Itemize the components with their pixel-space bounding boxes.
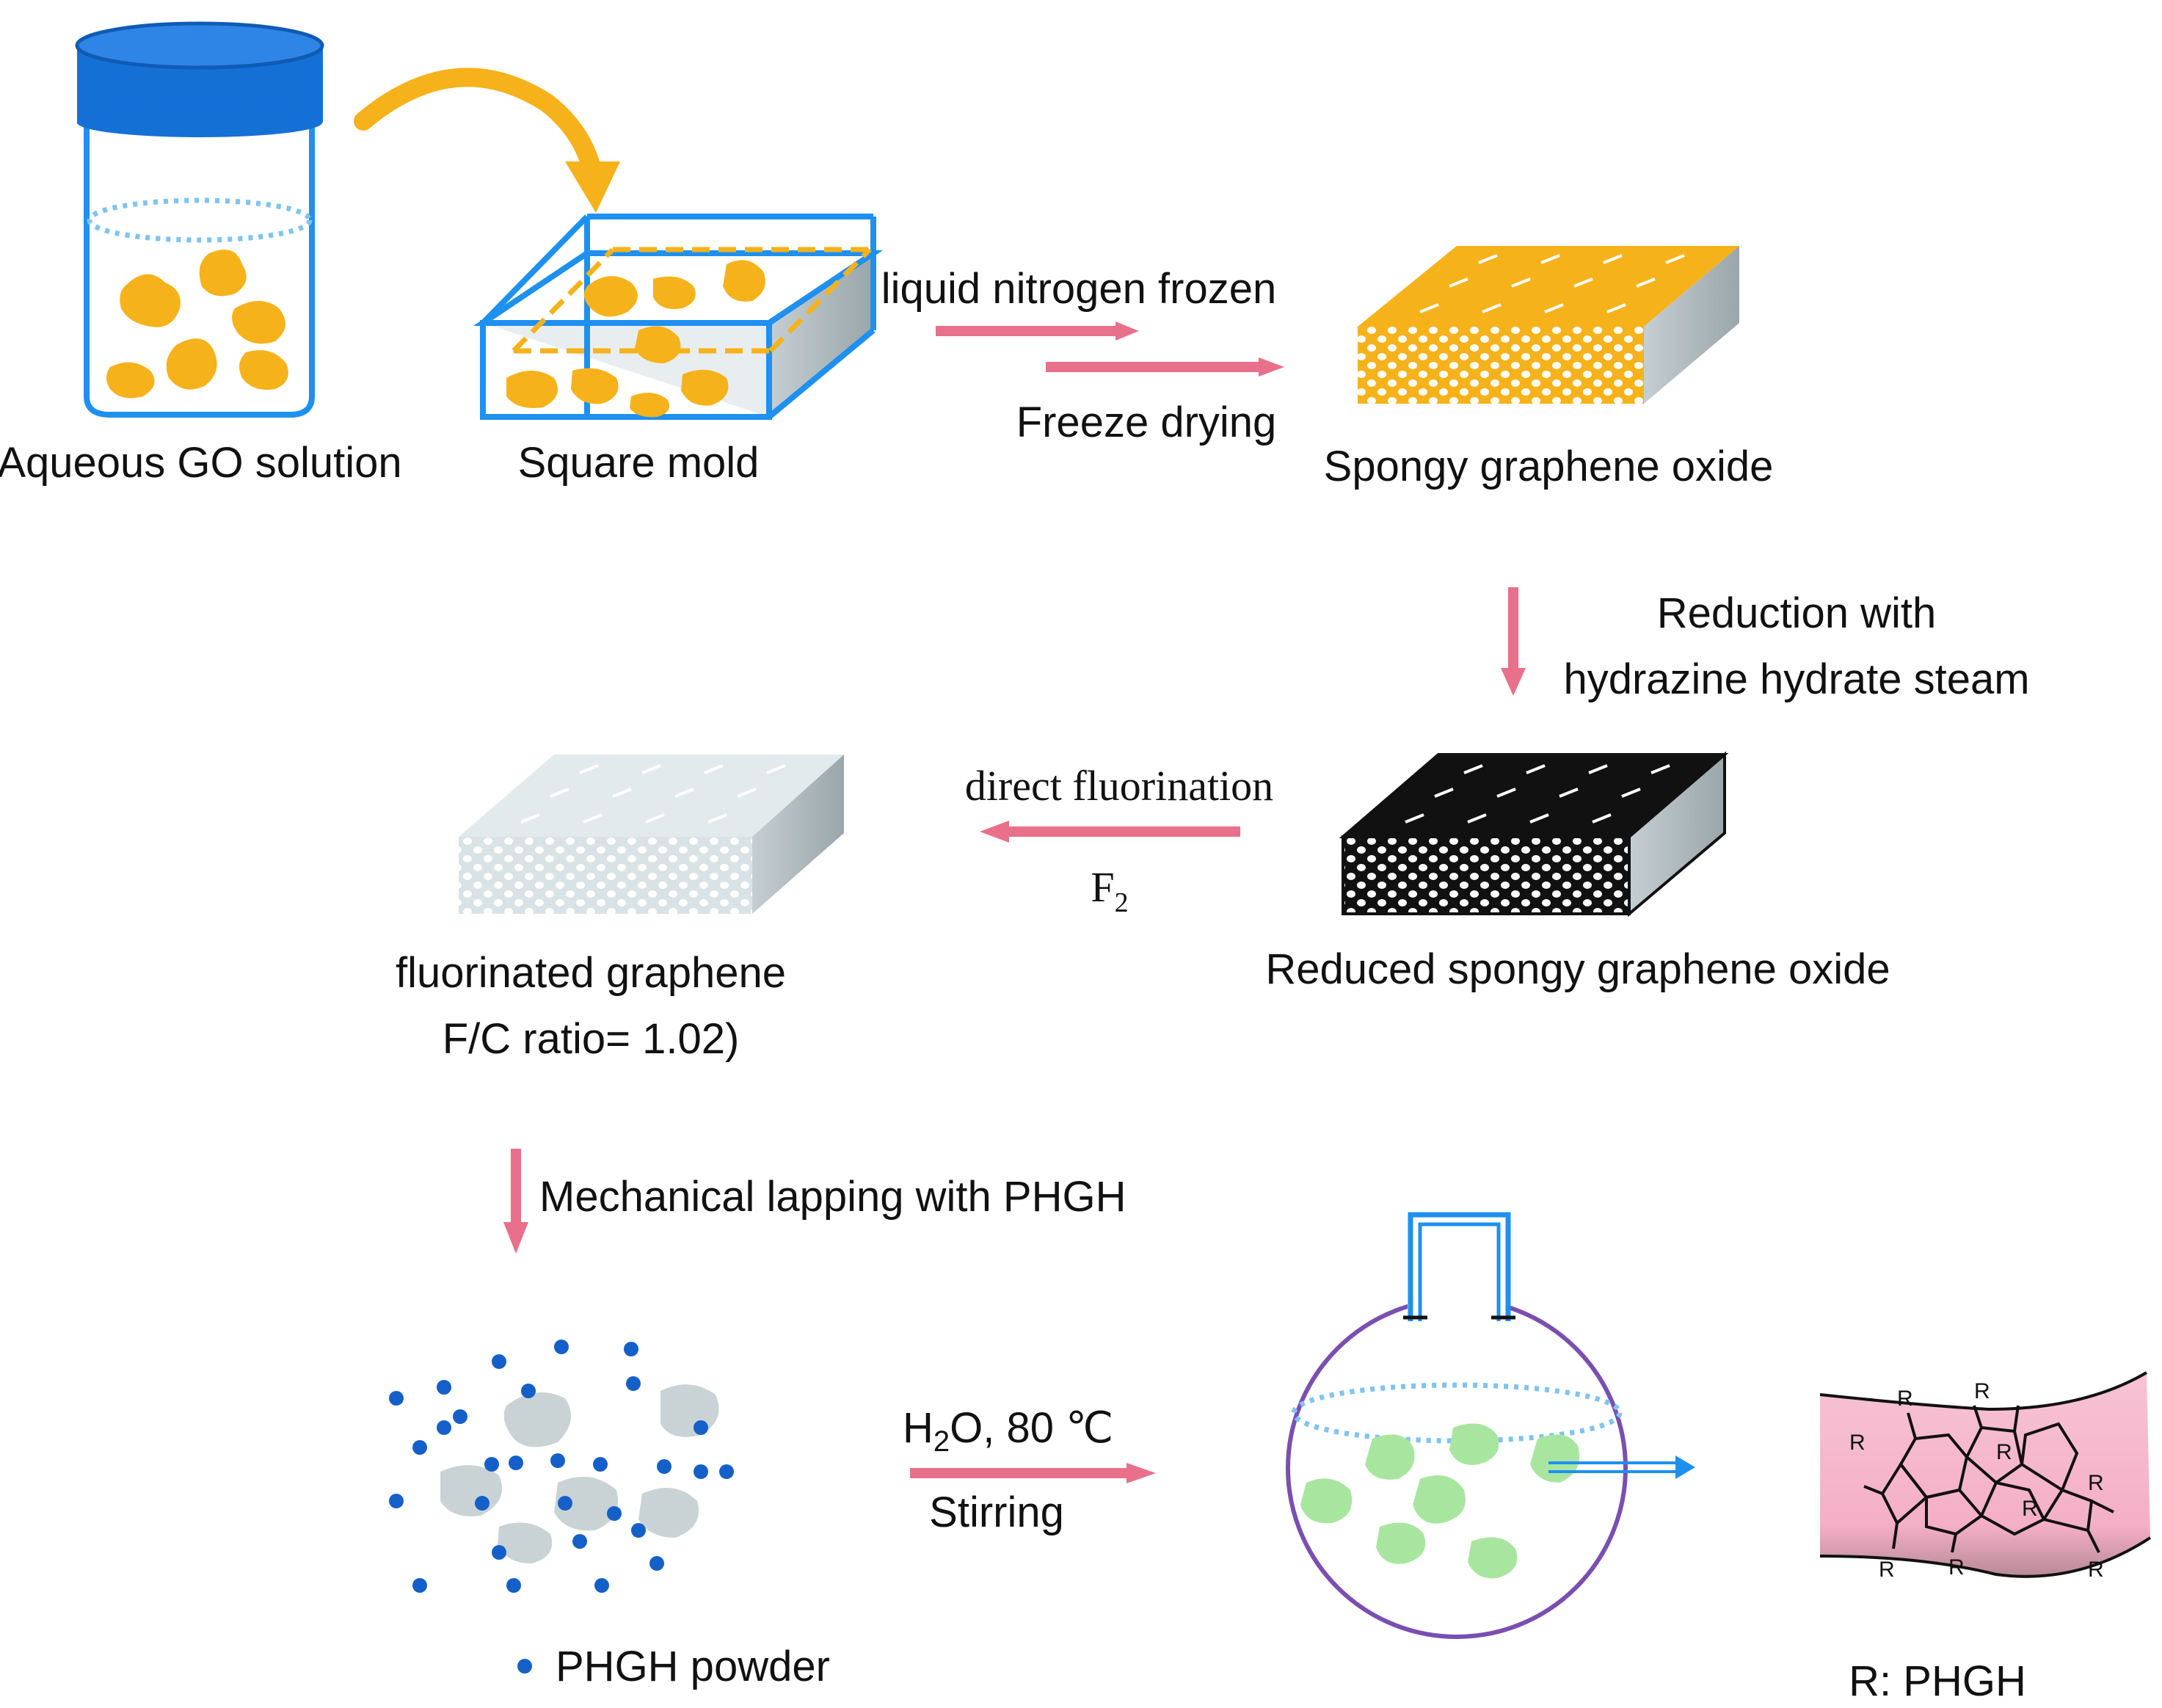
r-phgh-label: R: PHGH [1849, 1657, 2026, 1705]
f2-base: F [1091, 863, 1114, 911]
h2o-subscript: 2 [933, 1425, 950, 1458]
square-mold [473, 214, 884, 420]
mechanical-lapping-label: Mechanical lapping with PHGH [539, 1173, 1126, 1221]
molecular-structure-icon [1863, 1405, 2114, 1553]
r-group-9: R [2088, 1558, 2104, 1582]
fluorinated-label-line1: fluorinated graphene [396, 949, 786, 997]
stirring-label: Stirring [929, 1489, 1064, 1536]
stirring-arrow [910, 1463, 1156, 1483]
r-group-1: R [1897, 1387, 1913, 1411]
go-solution-jar [75, 21, 324, 418]
direct-fluorination-label: direct fluorination [965, 762, 1273, 810]
f2-subscript: 2 [1115, 887, 1129, 918]
h2o-h: H [903, 1404, 933, 1452]
reduction-arrow [1501, 587, 1526, 696]
r-group-5: R [2022, 1497, 2038, 1521]
reduction-label-line1: Reduction with [1657, 589, 1936, 637]
round-flask [1286, 1212, 1628, 1639]
fluorinated-label-line2: F/C ratio= 1.02) [443, 1015, 740, 1063]
r-group-3: R [1849, 1431, 1866, 1455]
f2-label: F2 [1091, 863, 1128, 918]
spongy-go-label: Spongy graphene oxide [1324, 443, 1774, 490]
fluorination-arrow [980, 821, 1240, 843]
square-mold-label: Square mold [518, 439, 760, 487]
freeze-step-arrows [936, 321, 1284, 377]
jar-cap-icon [75, 21, 324, 137]
r-group-2: R [1974, 1379, 1990, 1403]
phgh-powder-mixture [389, 1340, 734, 1593]
h2o-rest: O, 80 ℃ [950, 1404, 1113, 1452]
phgh-powder-label: PHGH powder [556, 1643, 830, 1690]
reduced-spongy-go-block [1339, 751, 1729, 917]
fluorinated-graphene-block [459, 755, 844, 914]
lapping-arrow [503, 1149, 528, 1254]
phgh-dot-legend-icon [517, 1659, 532, 1674]
liquid-nitrogen-label: liquid nitrogen frozen [881, 265, 1276, 313]
r-group-4: R [1996, 1440, 2012, 1464]
product-arrow-icon [1548, 1456, 1695, 1479]
aqueous-go-label: Aqueous GO solution [0, 439, 402, 487]
h2o-label: H2O, 80 ℃ [903, 1404, 1113, 1458]
phgh-grafted-sheet: R R R R R R R R R [1819, 1371, 2152, 1582]
spongy-go-block [1358, 246, 1739, 404]
r-group-7: R [1879, 1558, 1895, 1582]
reduced-spongy-go-label: Reduced spongy graphene oxide [1265, 945, 1890, 993]
transfer-arrow-icon [354, 68, 620, 213]
r-group-8: R [1948, 1555, 1965, 1580]
r-group-6: R [2088, 1471, 2104, 1495]
reduction-label-line2: hydrazine hydrate steam [1563, 655, 2029, 703]
freeze-drying-label: Freeze drying [1016, 399, 1277, 446]
